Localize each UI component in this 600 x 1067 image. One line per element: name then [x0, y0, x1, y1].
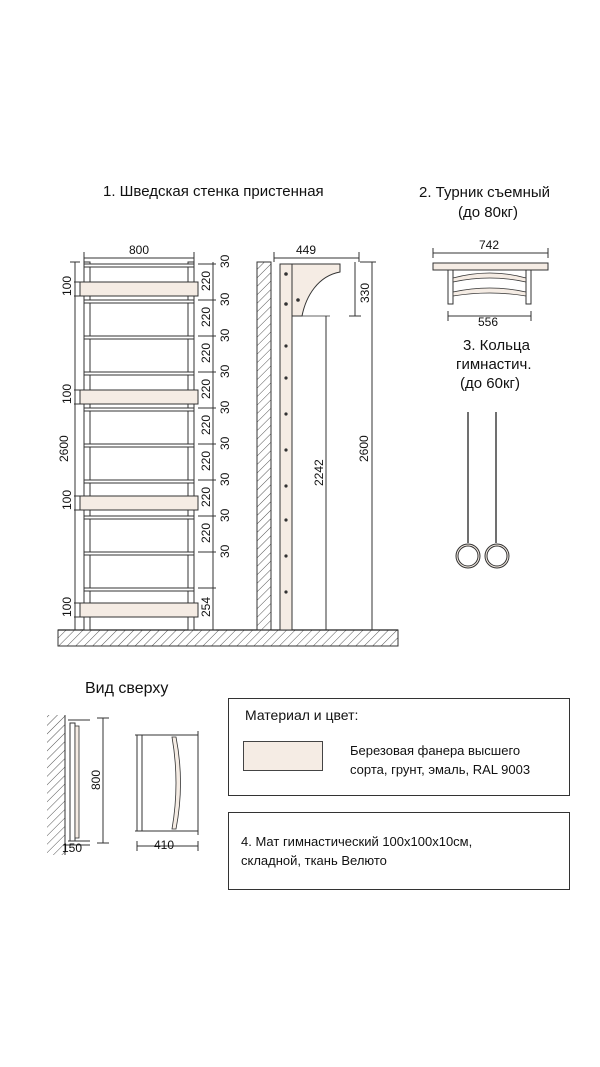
dim-spacing-14: 220 [199, 487, 213, 507]
dim-spacing-9: 30 [218, 400, 232, 414]
rings-load: (до 60кг) [460, 375, 520, 392]
pullup-bar-load: (до 80кг) [458, 204, 518, 221]
rings-title: 3. Кольца [463, 337, 530, 354]
dim-spacing-6: 220 [199, 343, 213, 363]
dim-board-3: 100 [60, 490, 74, 510]
right-dimension-labels: 30 220 30 220 30 220 30 220 30 220 30 220 30 220 30 220… [199, 254, 232, 617]
dim-spacing-1: 30 [218, 254, 232, 268]
gymnastic-rings [455, 412, 510, 569]
dim-spacing-13: 30 [218, 472, 232, 486]
wall-bars-side-view [256, 252, 376, 631]
mat-line-2: складной, ткань Велюто [241, 853, 387, 868]
wall-hatch [256, 261, 272, 631]
material-line-1: Березовая фанера высшего [350, 743, 521, 758]
material-line-2: сорта, грунт, эмаль, RAL 9003 [350, 762, 531, 777]
floor-hatch [57, 629, 399, 647]
dim-side-depth: 449 [296, 243, 316, 257]
dim-spacing-8: 220 [199, 379, 213, 399]
board-bottom [79, 602, 199, 618]
top-view-drawing [47, 715, 199, 855]
dim-spacing-12: 220 [199, 451, 213, 471]
dim-spacing-16: 220 [199, 523, 213, 543]
mat-line-1: 4. Мат гимнастический 100х100х10см, [241, 834, 473, 849]
dim-board-2: 100 [60, 384, 74, 404]
pullup-bar-title: 2. Турник съемный [419, 184, 551, 201]
dim-spacing-4: 220 [199, 307, 213, 327]
dim-spacing-15: 30 [218, 508, 232, 522]
material-box: Материал и цвет: Березовая фанера высшег… [228, 698, 570, 796]
dim-top-bar-depth: 410 [154, 838, 174, 852]
board-top [79, 281, 199, 297]
dim-spacing-3: 30 [218, 292, 232, 306]
side-rail [279, 263, 293, 631]
color-swatch [243, 741, 323, 771]
dim-spacing-7: 30 [218, 364, 232, 378]
top-view-title: Вид сверху [85, 680, 169, 697]
dim-side-total: 2600 [357, 435, 371, 462]
mat-box: 4. Мат гимнастический 100х100х10см, скла… [228, 812, 570, 890]
dim-top-width: 800 [89, 770, 103, 790]
material-title: Материал и цвет: [245, 707, 359, 723]
dim-board-4: 100 [60, 597, 74, 617]
dim-board-1: 100 [60, 276, 74, 296]
dim-bar-inner: 556 [478, 315, 498, 329]
board-lower [79, 495, 199, 511]
wall-bars-front-view [70, 252, 216, 631]
dim-spacing-5: 30 [218, 328, 232, 342]
dim-bar-width: 742 [479, 238, 499, 252]
dim-height: 2600 [57, 435, 71, 462]
dim-spacing-17: 30 [218, 544, 232, 558]
dim-top-depth: 150 [62, 841, 82, 855]
rings-title-2: гимнастич. [456, 356, 532, 373]
dim-spacing-11: 30 [218, 436, 232, 450]
dim-spacing-18: 254 [199, 597, 213, 617]
dim-spacing-2: 220 [199, 271, 213, 291]
pullup-bar-drawing [432, 248, 549, 321]
dim-spacing-10: 220 [199, 415, 213, 435]
dim-side-height: 2242 [312, 459, 326, 486]
dim-width: 800 [129, 243, 149, 257]
wall-bars-title: 1. Шведская стенка пристенная [103, 183, 324, 200]
dim-bracket-height: 330 [358, 283, 372, 303]
board-middle [79, 389, 199, 405]
